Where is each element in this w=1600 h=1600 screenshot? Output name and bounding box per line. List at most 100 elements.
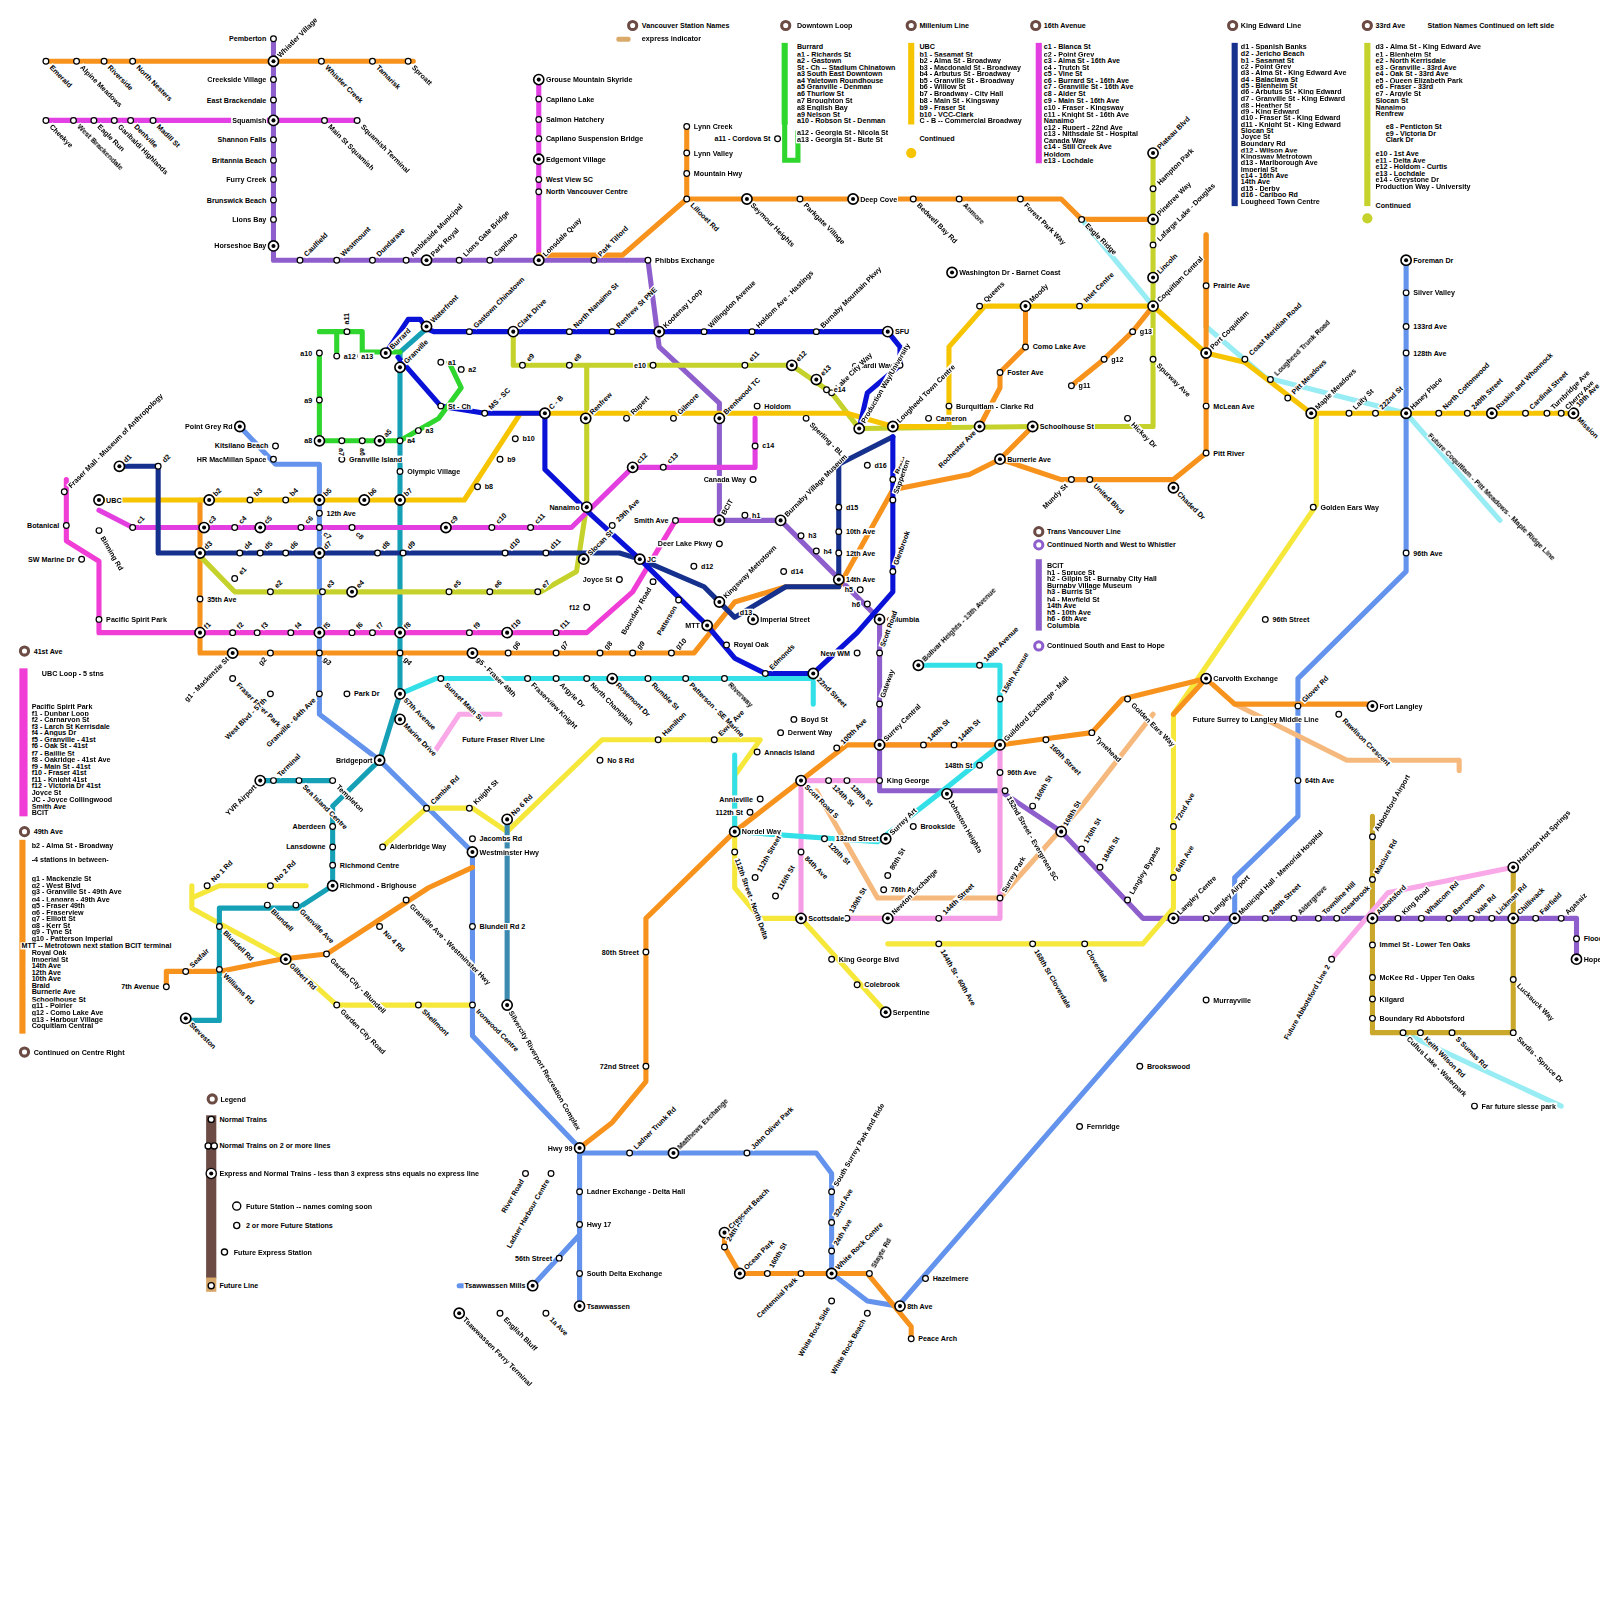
station-label: c14	[761, 442, 775, 449]
station-dot	[684, 196, 690, 202]
station-label: Edmonds	[767, 642, 797, 672]
station-label: Sproatt	[410, 63, 434, 87]
interchange-dot	[395, 628, 405, 638]
list-bar	[908, 43, 914, 125]
station-dot	[271, 217, 277, 223]
station-dot	[997, 895, 1003, 901]
heading-icon	[20, 828, 28, 836]
list-bar	[1036, 559, 1042, 630]
station-dot	[567, 329, 573, 335]
station-label: a7	[338, 447, 345, 457]
interchange-dot	[950, 270, 954, 274]
legend-symbol	[208, 1116, 214, 1122]
rail-line	[436, 714, 1514, 959]
station-dot	[1077, 303, 1083, 309]
station-label: Scottsdale	[807, 915, 845, 922]
station-label: Renfrew St PNE	[614, 285, 659, 330]
station-label: Lions Bay	[231, 216, 267, 223]
interchange-dot	[444, 526, 448, 530]
interchange-dot	[398, 365, 402, 369]
station-dot	[61, 489, 67, 495]
station-label: Glover Rd	[1300, 674, 1331, 705]
interchange-dot	[702, 620, 712, 630]
station-dot	[1130, 329, 1136, 335]
station-label: McKee Rd - Upper Ten Oaks	[1379, 974, 1476, 981]
station-dot	[416, 428, 422, 434]
station-dot	[1043, 737, 1049, 743]
interchange-dot	[1148, 148, 1158, 158]
station-label: Argyle Dr	[558, 680, 587, 709]
station-label: Canada Way	[703, 476, 747, 483]
interchange-dot	[508, 327, 518, 337]
station-label: Port Coquitlam	[1208, 309, 1251, 352]
interchange-dot	[1404, 411, 1408, 415]
station-label: h1	[751, 512, 761, 519]
station-dot	[732, 849, 738, 855]
station-label: e12	[794, 349, 809, 364]
station-label: 49th Ave	[33, 828, 64, 835]
station-dot	[91, 118, 97, 124]
station-dot	[204, 883, 210, 889]
station-label: e7	[540, 578, 552, 590]
station-label: Fernridge	[1086, 1123, 1121, 1130]
station-label: Deer Lake Pkwy	[657, 540, 713, 547]
station-label: Emerald	[48, 63, 74, 89]
interchange-dot	[268, 115, 278, 125]
station-label: b4	[288, 486, 300, 498]
station-label: East Brackendale	[206, 96, 268, 103]
station-label: Scott Road	[878, 609, 898, 649]
interchange-dot	[314, 436, 324, 446]
station-label: Hwy 99	[547, 1144, 574, 1151]
station-label: Garden City - Blundell	[328, 956, 388, 1016]
station-label: Brentwood TC	[721, 376, 762, 417]
station-dot	[627, 1150, 633, 1156]
station-label: Tynehead	[1094, 734, 1124, 764]
interchange-dot	[511, 330, 515, 334]
station-label: b3	[252, 486, 264, 498]
station-label: Terminal	[275, 752, 302, 779]
interchange-dot	[395, 495, 405, 505]
interchange-dot	[814, 378, 818, 382]
station-label: g6	[510, 639, 522, 651]
station-label: Downtown Loop	[796, 22, 854, 29]
station-dot	[536, 177, 542, 183]
interchange-dot	[540, 408, 550, 418]
station-dot	[1097, 864, 1103, 870]
station-label: Steveston	[188, 1020, 219, 1051]
station-dot	[844, 778, 850, 784]
station-dot	[217, 967, 223, 973]
station-label: Harrison Hot Springs	[1515, 808, 1572, 865]
station-dot	[268, 883, 274, 889]
interchange-dot	[733, 830, 737, 834]
station-dot	[271, 157, 277, 163]
interchange-dot	[347, 587, 357, 597]
station-dot	[877, 650, 883, 656]
station-dot	[556, 1255, 562, 1261]
list-bar	[19, 840, 25, 1034]
station-label: Aberdeen	[292, 823, 327, 830]
station-label: c10	[494, 511, 509, 526]
station-dot	[1082, 941, 1088, 947]
station-label: 8th Ave	[906, 1303, 933, 1310]
interchange-dot	[851, 197, 855, 201]
interchange-dot	[883, 913, 893, 923]
station-label: Fort Langley	[1379, 703, 1424, 710]
station-label: Hickey Dr	[1129, 420, 1159, 450]
station-label: Haney Place	[1408, 375, 1444, 411]
station-dot	[489, 525, 495, 531]
station-label: Boundary Road	[619, 585, 653, 636]
interchange-dot	[1148, 272, 1158, 282]
interchange-dot	[195, 548, 205, 558]
station-dot	[1370, 877, 1376, 883]
station-label: Trans Vancouver Line	[1046, 528, 1122, 535]
interchange-dot	[1370, 916, 1374, 920]
legend-text: Normal Trains	[218, 1116, 268, 1123]
station-label: 130th St	[847, 885, 868, 914]
interchange-dot	[505, 631, 509, 635]
interchange-dot	[1028, 421, 1038, 431]
station-dot	[349, 630, 355, 636]
station-label: a3	[424, 427, 434, 434]
station-dot	[813, 329, 819, 335]
station-dot	[397, 650, 403, 656]
station-label: g1 - Mackenzie St	[182, 655, 231, 704]
